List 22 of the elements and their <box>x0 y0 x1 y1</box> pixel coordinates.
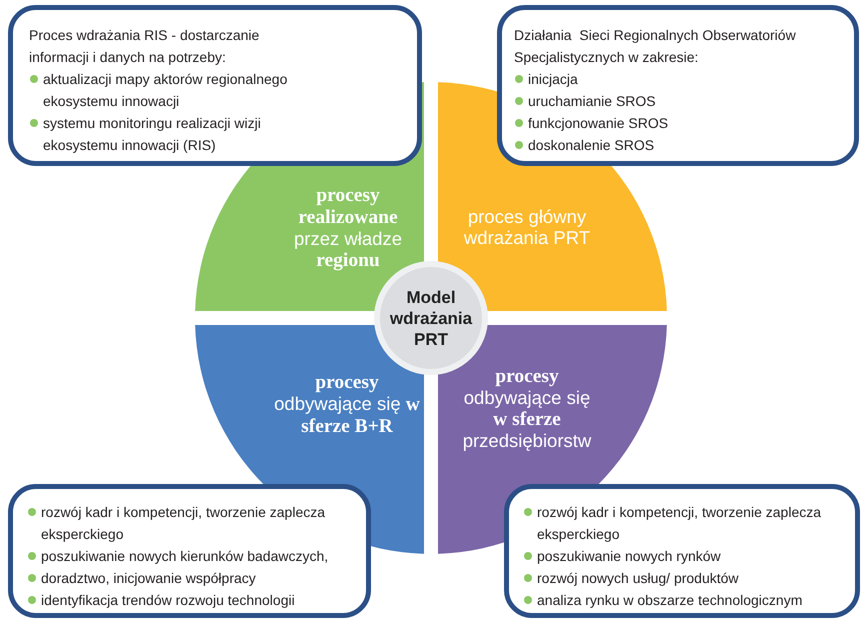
bullet-text: inicjacja <box>528 71 578 87</box>
bullet-text: identyfikacja trendów rozwoju technologii <box>41 592 295 608</box>
callout-heading: Proces wdrażania RIS - dostarczanie informacji i danych na potrzeby: <box>29 26 260 67</box>
bullet-text: doskonalenie SROS <box>528 137 654 153</box>
callout-box <box>8 5 422 166</box>
bullet-text: analiza rynku w obszarze technologicznym <box>537 592 802 608</box>
quadrant-label: procesy odbywające się w sferze przedsiębiorstw <box>462 365 592 451</box>
center-label: Model wdrażania PRT <box>388 286 474 350</box>
quadrant-label: procesy odbywające się w sferze B+R <box>273 371 421 437</box>
callout-box <box>497 5 859 166</box>
bullet-text: uruchamianie SROS <box>528 93 656 109</box>
bullet-text: poszukiwanie nowych kierunków badawczych, <box>41 548 328 564</box>
bullet-text: systemu monitoringu realizacji wizji ekosystemu innowacji (RIS) <box>43 115 261 153</box>
bullet-text: doradztwo, inicjowanie współpracy <box>41 570 256 586</box>
quadrant-label: proces główny wdrażania PRT <box>462 206 592 248</box>
quadrant-label: procesy realizowane przez władze regionu <box>293 184 403 271</box>
callout-heading: Działania Sieci Regionalnych Obserwatoriów Specjalistycznych w zakresie: <box>514 26 797 67</box>
callout-box <box>504 484 860 618</box>
bullet-text: funkcjonowanie SROS <box>528 115 668 131</box>
bullet-text: rozwój nowych usług/ produktów <box>537 570 739 586</box>
callout-box <box>8 484 371 618</box>
bullet-text: poszukiwanie nowych rynków <box>537 548 721 564</box>
